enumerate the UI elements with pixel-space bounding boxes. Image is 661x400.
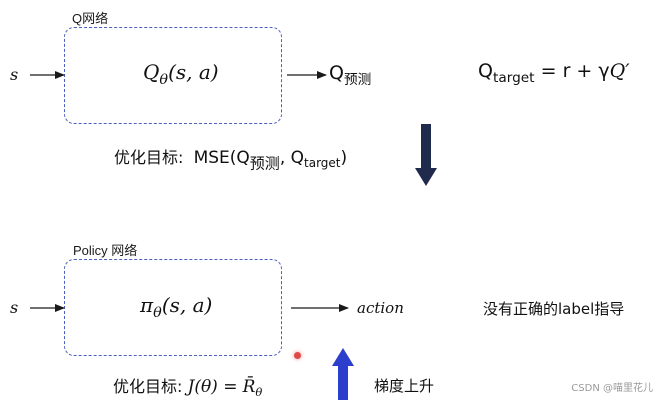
policy-box-formula: πθ(s, a) xyxy=(140,293,212,321)
policy-objective: 优化目标: J(θ) = R̄θ xyxy=(113,373,262,399)
q-output-main: Q xyxy=(329,62,344,84)
q-loss-sub1: 预测 xyxy=(249,154,280,173)
q-target-rhs-text: r + γ xyxy=(562,60,610,82)
q-box-formula-main: Q xyxy=(143,60,160,84)
policy-objective-lhs: J(θ) = xyxy=(187,377,238,397)
q-target-lhs-sub: target xyxy=(492,69,535,86)
policy-box-formula-main: π xyxy=(140,293,154,317)
q-box-formula-args: (s, a) xyxy=(168,60,219,84)
policy-box-formula-args: (s, a) xyxy=(161,293,213,317)
q-target-lhs-main: Q xyxy=(478,60,493,82)
q-output: Q预测 xyxy=(329,62,371,88)
q-loss-close: ) xyxy=(340,148,348,168)
gradient-ascent-label: 梯度上升 xyxy=(374,377,435,395)
q-loss-sub2: target xyxy=(304,156,341,171)
policy-note: 没有正确的label指导 xyxy=(483,300,625,318)
q-box-formula: Qθ(s, a) xyxy=(143,60,219,88)
q-network-label: Q网络 xyxy=(72,11,109,26)
q-box-formula-sub: θ xyxy=(159,72,169,89)
q-loss-open: MSE(Q xyxy=(193,148,250,168)
q-loss-label: 优化目标: xyxy=(114,148,184,167)
policy-network-label: Policy 网络 xyxy=(73,243,138,258)
q-target-rhs-q: Q′ xyxy=(609,60,630,82)
policy-output-action: action xyxy=(357,299,404,317)
q-target-equation: Qtarget = r + γQ′ xyxy=(478,60,630,86)
policy-objective-rhs: R̄ xyxy=(242,377,256,397)
q-loss: 优化目标: MSE(Q预测, Qtarget) xyxy=(114,144,347,173)
policy-objective-sub: θ xyxy=(255,385,263,400)
up-block-arrow xyxy=(332,348,354,400)
down-block-arrow xyxy=(415,124,437,186)
policy-box-formula-sub: θ xyxy=(153,305,162,322)
policy-input-symbol: s xyxy=(10,298,19,317)
q-input-symbol: s xyxy=(10,65,19,84)
policy-objective-label: 优化目标: xyxy=(113,377,183,396)
pointer-dot xyxy=(294,352,301,359)
q-target-eq: = xyxy=(540,60,557,82)
q-output-sub: 预测 xyxy=(343,71,372,88)
q-loss-mid: , Q xyxy=(279,148,305,168)
watermark: CSDN @喵里花儿 xyxy=(571,383,653,394)
